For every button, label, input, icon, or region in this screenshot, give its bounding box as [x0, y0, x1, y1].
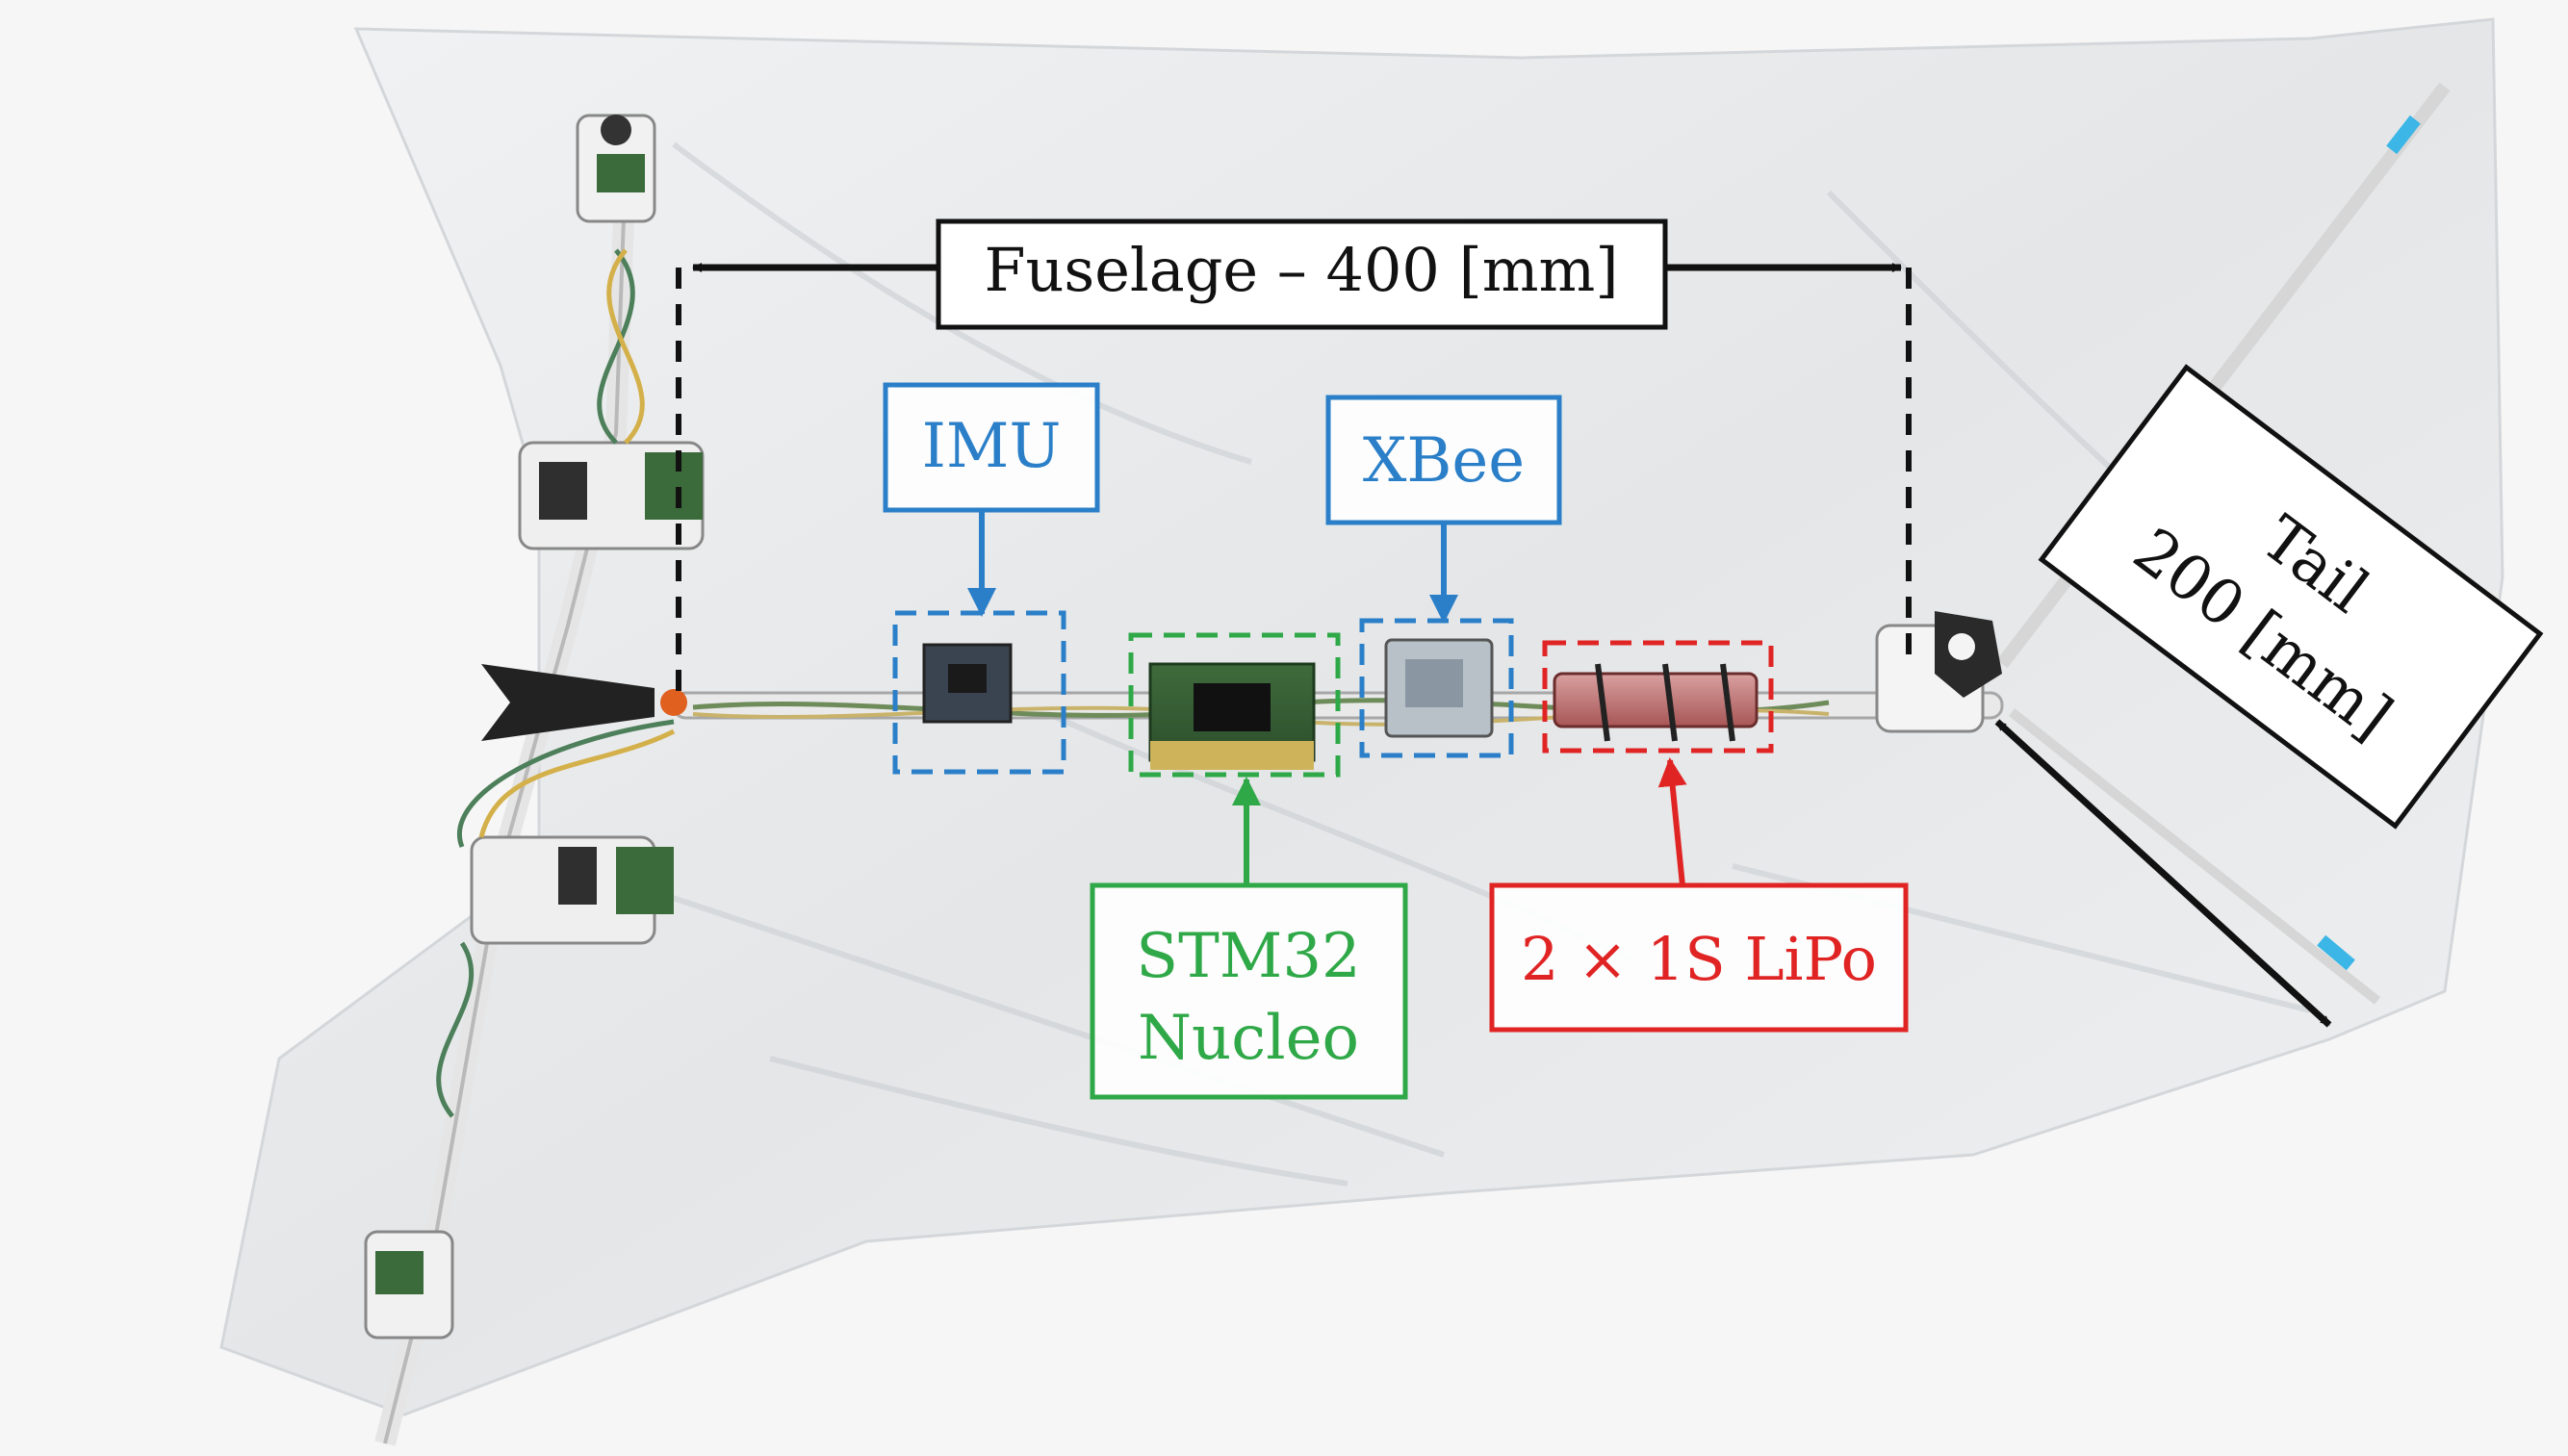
- lipo-batteries: [1553, 663, 1759, 742]
- actuator-lower-mid: [470, 835, 674, 945]
- xbee-label: XBee: [1363, 425, 1525, 497]
- stm32-label-box: [1090, 882, 1408, 1100]
- lipo-highlight-box: [1542, 640, 1774, 754]
- xbee-annotation: XBee: [1325, 395, 1562, 758]
- xbee-highlight-box: [1359, 618, 1514, 758]
- lipo-label: 2 × 1S LiPo: [1521, 924, 1877, 994]
- stm32-highlight-box: [1128, 632, 1341, 778]
- imu-annotation: IMU: [883, 382, 1100, 775]
- actuator-top: [576, 114, 656, 223]
- tail-servo: [1875, 611, 2002, 733]
- actuator-bottom: [364, 1230, 454, 1340]
- actuator-upper-mid: [518, 441, 705, 550]
- tail-label-box: [2038, 364, 2544, 830]
- twisted-wires: [436, 248, 676, 1118]
- xbee-module: [1384, 638, 1494, 738]
- imu-label: IMU: [922, 411, 1062, 482]
- lipo-label-box: [1489, 882, 1909, 1033]
- xbee-label-box: [1325, 395, 1562, 525]
- stm32-label-line1: STM32: [1136, 921, 1361, 992]
- binder-clip: [481, 664, 687, 741]
- stm32-board: [1148, 662, 1316, 770]
- fuselage-label: Fuselage – 400 [mm]: [984, 235, 1618, 305]
- lipo-annotation: 2 × 1S LiPo: [1489, 640, 1909, 1033]
- fuselage-dimension: Fuselage – 400 [mm]: [676, 218, 1912, 693]
- imu-highlight-box: [892, 610, 1066, 775]
- stm32-label-line2: Nucleo: [1138, 1003, 1359, 1074]
- fuselage-label-box: [936, 218, 1668, 330]
- imu-board: [922, 643, 1013, 724]
- stm32-annotation: STM32 Nucleo: [1090, 632, 1408, 1100]
- imu-label-box: [883, 382, 1100, 513]
